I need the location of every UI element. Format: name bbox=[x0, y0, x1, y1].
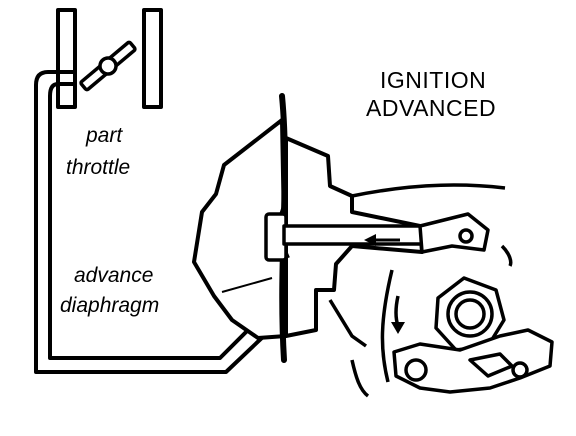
rod-shaft bbox=[282, 224, 436, 246]
pull-rod bbox=[264, 212, 490, 262]
distributor-body-lines bbox=[328, 183, 513, 398]
arrow-down-icon bbox=[391, 295, 405, 334]
vacuum-hose bbox=[34, 70, 268, 374]
part-throttle-label-1: part bbox=[85, 124, 123, 147]
contact-screw bbox=[511, 361, 529, 379]
throttle-shaft bbox=[98, 56, 118, 76]
advance-diaphragm-label-1: advance bbox=[74, 264, 153, 287]
throat-wall-left bbox=[56, 8, 77, 109]
throttle-plate bbox=[79, 40, 137, 92]
distributor-cam bbox=[434, 276, 506, 352]
title-line-2: ADVANCED bbox=[366, 95, 496, 121]
throat-wall-right bbox=[142, 8, 163, 109]
rod-pivot bbox=[458, 228, 474, 244]
part-throttle-label-2: throttle bbox=[66, 156, 130, 179]
title-line-1: IGNITION bbox=[380, 67, 486, 93]
breaker-plate bbox=[392, 328, 554, 394]
motion-arrows bbox=[364, 234, 405, 334]
leader-line bbox=[221, 277, 273, 293]
rod-arm bbox=[418, 212, 490, 254]
advance-diaphragm-label-2: diaphragm bbox=[60, 294, 159, 317]
contact-arm bbox=[468, 352, 514, 378]
breaker-pivot bbox=[404, 358, 428, 382]
diaphragm-housing bbox=[192, 118, 288, 340]
arrow-left-icon bbox=[364, 234, 400, 246]
